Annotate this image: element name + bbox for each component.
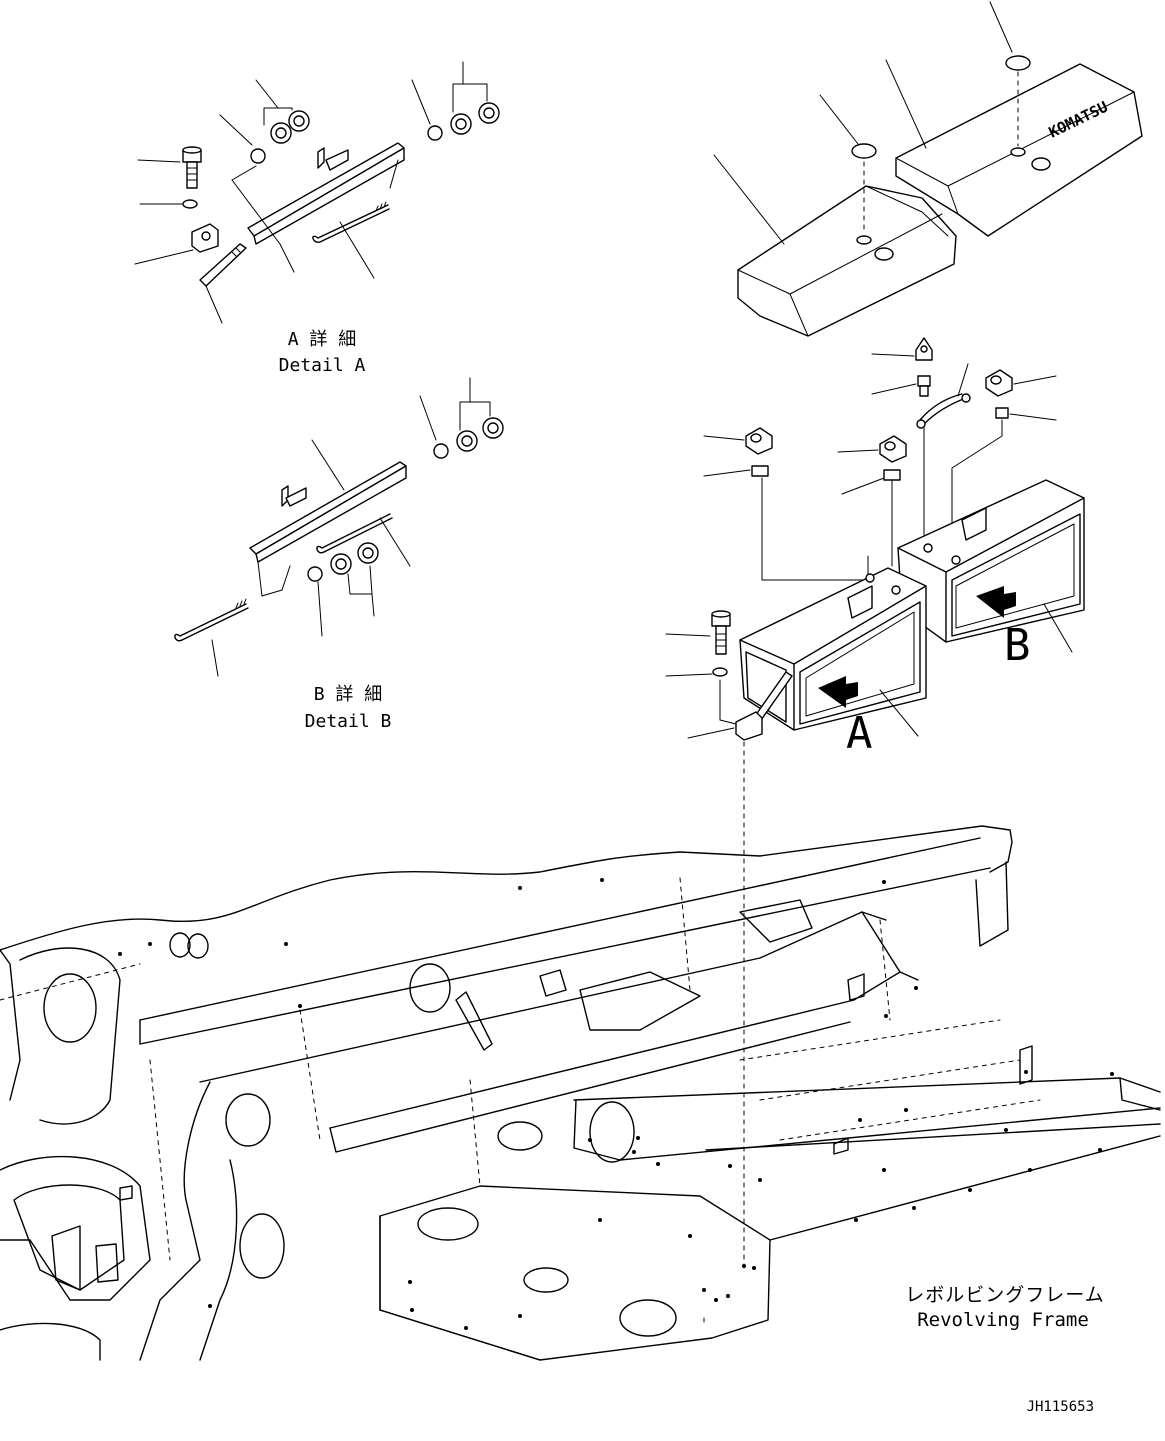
detail-b-washer-2 — [307, 566, 323, 582]
detail-b-caption-en: Detail B — [305, 711, 392, 732]
terminal-nut-right — [995, 407, 1009, 419]
detail-a-nut-pair-2 — [450, 102, 500, 135]
frame-label-en: Revolving Frame — [917, 1309, 1089, 1331]
arrow-b — [976, 586, 1016, 618]
battery-a-bracket — [847, 585, 873, 619]
cover-cap — [851, 143, 877, 159]
cover-hole — [856, 235, 872, 245]
detail-b-washer — [433, 443, 449, 459]
arrow-a — [818, 676, 858, 708]
detail-a-group: A 詳 細 Detail A — [134, 61, 500, 376]
detail-a-nut-pair — [270, 110, 310, 144]
callout-a: A — [846, 708, 873, 759]
battery-a — [739, 567, 927, 731]
battery-b-bracket — [961, 507, 987, 541]
detail-a-caption-jp: A 詳 細 — [288, 329, 357, 350]
cover-cap-2 — [1005, 55, 1031, 71]
detail-b-caption-jp: B 詳 細 — [314, 684, 383, 705]
detail-b-nut-pair — [456, 417, 504, 452]
detail-a-bracket-bar — [247, 142, 405, 245]
battery-cover-front — [737, 185, 957, 337]
callout-b-leader — [1043, 603, 1073, 653]
drawing-number: JH115653 — [1027, 1399, 1094, 1415]
detail-a-washer — [182, 199, 198, 209]
terminal-bolt — [917, 375, 931, 397]
callout-b: B — [1004, 620, 1031, 671]
detail-a-caption-en: Detail A — [279, 355, 366, 376]
detail-a-leader-lines — [134, 61, 488, 324]
terminal-nut-left — [751, 465, 769, 477]
detail-a-bolt — [182, 146, 202, 189]
cover-hole-2 — [1010, 147, 1026, 157]
terminal-parts-group — [703, 337, 1057, 581]
frame-detail-dashes — [0, 877, 1041, 1261]
detail-a-clip-bracket — [191, 223, 219, 253]
frame-label-jp: レボルビングフレーム — [905, 1284, 1104, 1306]
detail-b-long-rod — [174, 598, 249, 642]
cover-knob — [874, 247, 894, 261]
detail-a-washer-3 — [427, 125, 443, 141]
detail-b-group: B 詳 細 Detail B — [174, 377, 504, 732]
terminal-nut-mid — [883, 469, 901, 481]
detail-b-nut-pair-2 — [330, 542, 379, 575]
detail-a-rod — [199, 243, 247, 287]
callout-a-leader — [879, 689, 919, 737]
terminal-leader-lines — [703, 353, 1057, 581]
revolving-frame — [0, 825, 1161, 1361]
detail-a-hook-bolt — [312, 201, 390, 243]
detail-b-bracket-bar — [249, 461, 407, 563]
terminal-clamp-right — [985, 369, 1013, 397]
battery-cover-group: KOMATSU — [713, 1, 1143, 337]
frame-bolt-holes — [118, 878, 1114, 1330]
terminal-clamp-left — [745, 427, 773, 455]
cover-knob-2 — [1031, 157, 1051, 171]
detail-b-hook-bolt — [316, 513, 393, 554]
detail-b-leader-lines — [211, 377, 491, 677]
terminal-cap — [915, 337, 933, 361]
battery-cover-leader-lines — [713, 1, 1019, 245]
terminal-clamp-mid — [879, 435, 907, 463]
battery-hold-down-parts — [665, 610, 763, 1269]
ground-cable — [916, 393, 971, 429]
detail-a-washer-2 — [250, 148, 266, 164]
